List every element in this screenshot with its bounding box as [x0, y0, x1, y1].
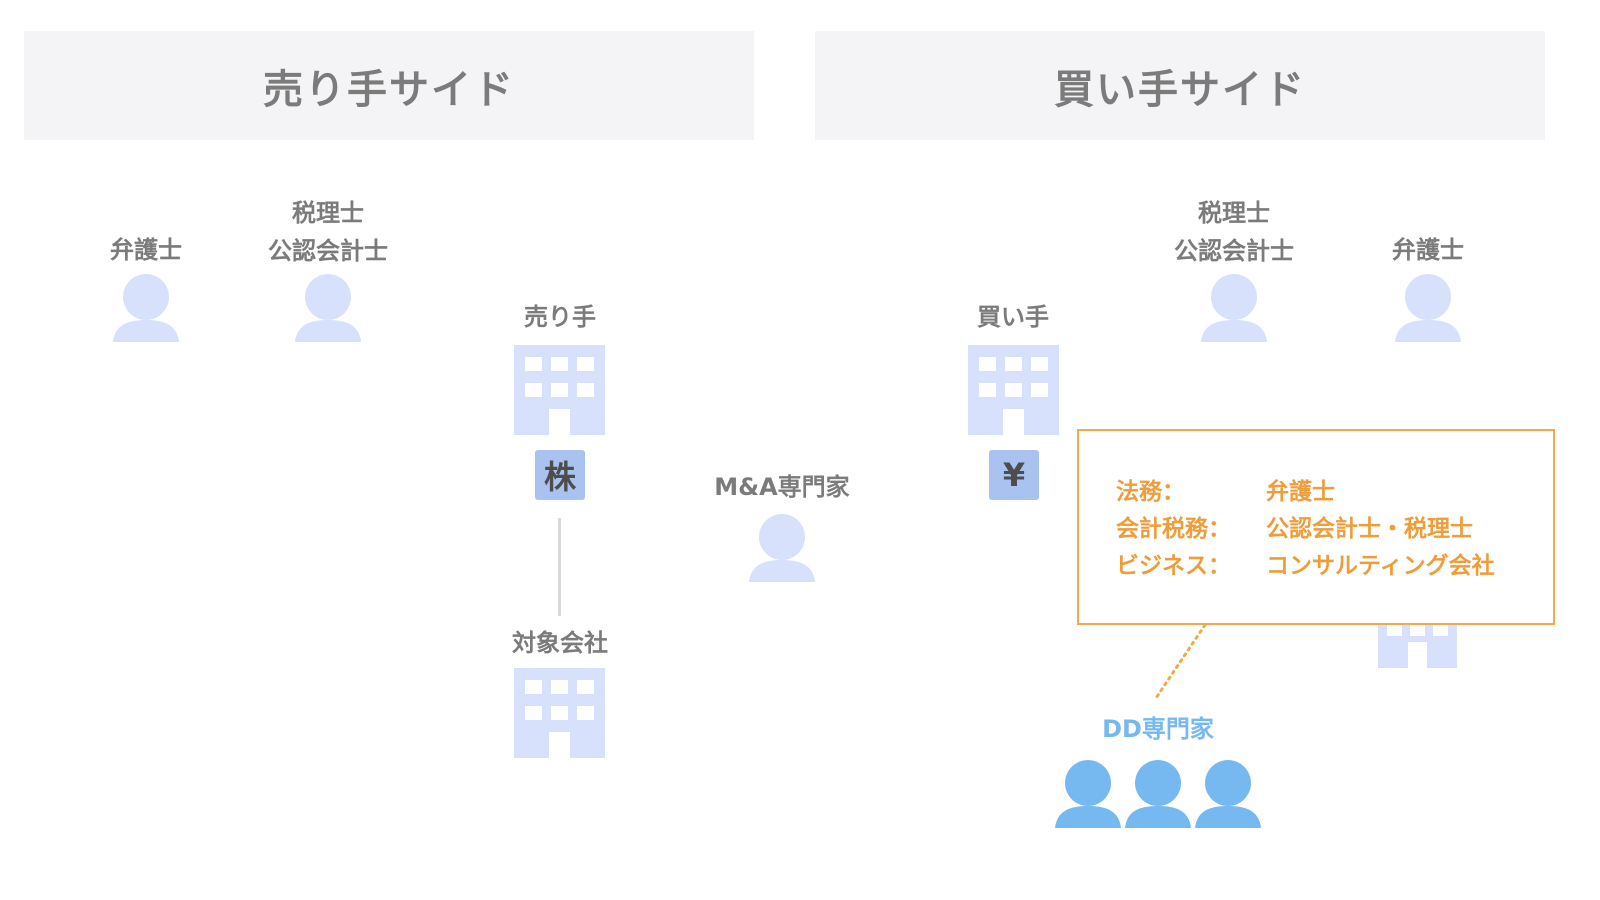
- buyer-tax-person-icon: [1201, 274, 1267, 342]
- seller-side-title: 売り手サイド: [263, 66, 515, 113]
- buyer-side-header: 買い手サイド: [815, 31, 1545, 140]
- buyer-side-title: 買い手サイド: [1054, 66, 1306, 113]
- seller-tax-person-icon: [295, 274, 361, 342]
- dd-row-accounting: 会計税務： 公認会計士・税理士: [1116, 511, 1553, 548]
- buyer-lawyer-person-icon: [1395, 274, 1461, 342]
- dd-expert-person-icon: [1125, 760, 1191, 828]
- seller-tax-line1: 税理士: [292, 199, 364, 227]
- dd-expert-group: [1055, 760, 1265, 828]
- buyer-tax-line1: 税理士: [1198, 199, 1270, 227]
- dd-row-legal-key: 法務：: [1116, 479, 1185, 505]
- buyer-lawyer-label: 弁護士: [1392, 236, 1464, 264]
- seller-target-connector: [558, 518, 561, 616]
- seller-company-label: 売り手: [524, 303, 596, 331]
- seller-lawyer-label: 弁護士: [110, 236, 182, 264]
- stock-badge: 株: [535, 450, 585, 500]
- buyer-tax-line2: 公認会計士: [1174, 237, 1294, 265]
- seller-tax-label: 税理士 公認会計士: [248, 194, 408, 270]
- dd-row-legal: 法務： 弁護士: [1116, 474, 1553, 511]
- dd-expert-person-icon: [1055, 760, 1121, 828]
- target-company-label: 対象会社: [512, 629, 608, 657]
- seller-lawyer-person-icon: [113, 274, 179, 342]
- ma-expert-person-icon: [749, 514, 815, 582]
- seller-side-header: 売り手サイド: [24, 31, 754, 140]
- target-building-icon: [514, 668, 605, 758]
- buyer-tax-label: 税理士 公認会計士: [1154, 194, 1314, 270]
- dd-expert-person-icon: [1195, 760, 1261, 828]
- dd-row-legal-value: 弁護士: [1266, 479, 1335, 505]
- dd-info-box: 法務： 弁護士 会計税務： 公認会計士・税理士 ビジネス： コンサルティング会社: [1077, 429, 1555, 625]
- dd-pointer-line: [1154, 623, 1207, 700]
- dd-row-business: ビジネス： コンサルティング会社: [1116, 548, 1553, 585]
- dd-row-accounting-key: 会計税務：: [1116, 516, 1231, 542]
- dd-row-business-key: ビジネス：: [1116, 553, 1231, 579]
- ma-expert-label: M&A専門家: [714, 473, 850, 501]
- buyer-company-label: 買い手: [977, 303, 1049, 331]
- dd-row-accounting-value: 公認会計士・税理士: [1266, 516, 1473, 542]
- seller-tax-line2: 公認会計士: [268, 237, 388, 265]
- dd-row-business-value: コンサルティング会社: [1266, 553, 1495, 579]
- dd-expert-label: DD専門家: [1102, 715, 1214, 743]
- buyer-building-icon: [968, 345, 1059, 435]
- seller-building-icon: [514, 345, 605, 435]
- yen-badge: ¥: [989, 450, 1039, 500]
